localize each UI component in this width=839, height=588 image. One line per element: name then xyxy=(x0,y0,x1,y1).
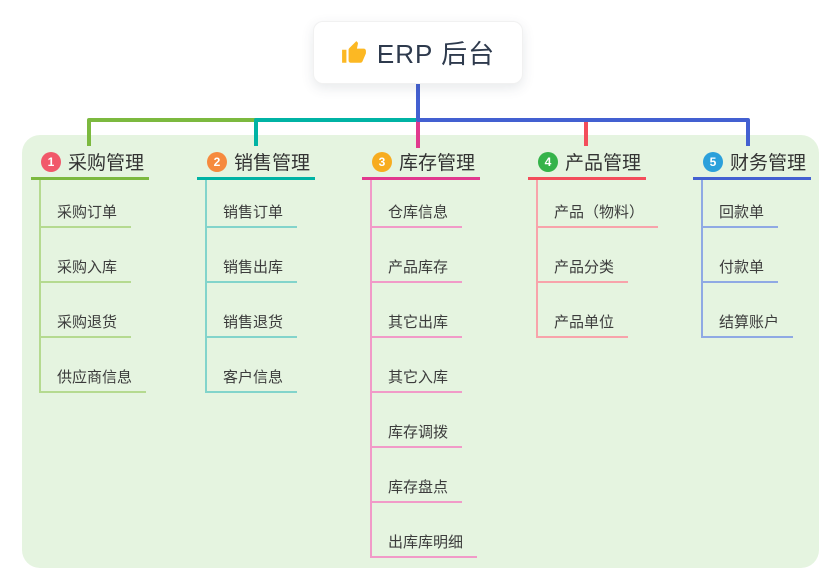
branch-title-sales[interactable]: 2 销售管理 xyxy=(197,146,315,180)
child-item[interactable]: 其它入库 xyxy=(372,338,463,393)
thumbs-up-glyph xyxy=(341,40,366,63)
branch-title-label: 采购管理 xyxy=(68,153,145,174)
child-label: 付款单 xyxy=(719,259,765,276)
branch-children: 销售订单 销售出库 销售退货 客户信息 xyxy=(205,180,315,393)
child-item[interactable]: 客户信息 xyxy=(207,338,298,393)
child-label: 产品分类 xyxy=(554,259,615,276)
branch-title-label: 财务管理 xyxy=(730,153,807,174)
child-label: 销售退货 xyxy=(223,314,284,331)
branch-sales: 2 销售管理 销售订单 销售出库 销售退货 客户信息 xyxy=(197,146,315,393)
child-item[interactable]: 出库库明细 xyxy=(372,503,478,558)
child-item[interactable]: 回款单 xyxy=(703,180,779,228)
child-item[interactable]: 产品（物料） xyxy=(538,180,659,228)
branch-title-product[interactable]: 4 产品管理 xyxy=(528,146,646,180)
child-label: 产品库存 xyxy=(388,259,449,276)
child-item[interactable]: 采购入库 xyxy=(41,228,132,283)
child-label: 销售订单 xyxy=(223,204,284,221)
child-label: 库存调拨 xyxy=(388,424,449,441)
branch-product: 4 产品管理 产品（物料） 产品分类 产品单位 xyxy=(528,146,659,338)
child-item[interactable]: 产品分类 xyxy=(538,228,629,283)
branch-title-inventory[interactable]: 3 库存管理 xyxy=(362,146,480,180)
branch-title-label: 库存管理 xyxy=(399,153,476,174)
child-label: 采购退货 xyxy=(57,314,118,331)
child-item[interactable]: 采购订单 xyxy=(41,180,132,228)
root-label: ERP 后台 xyxy=(376,39,496,69)
branch-children: 回款单 付款单 结算账户 xyxy=(701,180,811,338)
child-item[interactable]: 产品库存 xyxy=(372,228,463,283)
child-item[interactable]: 销售出库 xyxy=(207,228,298,283)
child-item[interactable]: 产品单位 xyxy=(538,283,629,338)
branch-title-label: 销售管理 xyxy=(234,153,311,174)
badge-2-icon: 2 xyxy=(207,151,227,172)
mindmap-panel xyxy=(22,135,819,568)
child-label: 供应商信息 xyxy=(57,369,133,386)
child-item[interactable]: 仓库信息 xyxy=(372,180,463,228)
child-label: 其它出库 xyxy=(388,314,449,331)
child-item[interactable]: 销售退货 xyxy=(207,283,298,338)
badge-1-icon: 1 xyxy=(41,151,61,172)
child-label: 销售出库 xyxy=(223,259,284,276)
child-label: 客户信息 xyxy=(223,369,284,386)
branch-title-label: 产品管理 xyxy=(565,153,642,174)
child-item[interactable]: 库存盘点 xyxy=(372,448,463,503)
child-label: 回款单 xyxy=(719,204,765,221)
child-item[interactable]: 采购退货 xyxy=(41,283,132,338)
thumbs-up-icon xyxy=(341,40,366,63)
badge-4-icon: 4 xyxy=(538,151,558,172)
branch-children: 采购订单 采购入库 采购退货 供应商信息 xyxy=(39,180,149,393)
branch-children: 仓库信息 产品库存 其它出库 其它入库 库存调拨 库存盘点 出库库明细 xyxy=(370,180,480,558)
branch-finance: 5 财务管理 回款单 付款单 结算账户 xyxy=(693,146,811,338)
child-label: 采购订单 xyxy=(57,204,118,221)
child-item[interactable]: 库存调拨 xyxy=(372,393,463,448)
child-label: 结算账户 xyxy=(719,314,780,331)
badge-5-icon: 5 xyxy=(703,151,723,172)
child-item[interactable]: 供应商信息 xyxy=(41,338,147,393)
branch-children: 产品（物料） 产品分类 产品单位 xyxy=(536,180,659,338)
branch-inventory: 3 库存管理 仓库信息 产品库存 其它出库 其它入库 库存调拨 库存盘点 出库库… xyxy=(362,146,480,558)
child-item[interactable]: 结算账户 xyxy=(703,283,794,338)
child-label: 采购入库 xyxy=(57,259,118,276)
badge-3-icon: 3 xyxy=(372,151,392,172)
root-node[interactable]: ERP 后台 xyxy=(313,21,523,84)
branch-purchase: 1 采购管理 采购订单 采购入库 采购退货 供应商信息 xyxy=(31,146,149,393)
child-label: 库存盘点 xyxy=(388,479,449,496)
child-item[interactable]: 付款单 xyxy=(703,228,779,283)
child-item[interactable]: 销售订单 xyxy=(207,180,298,228)
child-label: 仓库信息 xyxy=(388,204,449,221)
child-label: 产品单位 xyxy=(554,314,615,331)
child-label: 产品（物料） xyxy=(554,204,645,221)
child-label: 出库库明细 xyxy=(388,534,464,551)
branch-title-purchase[interactable]: 1 采购管理 xyxy=(31,146,149,180)
child-item[interactable]: 其它出库 xyxy=(372,283,463,338)
child-label: 其它入库 xyxy=(388,369,449,386)
branch-title-finance[interactable]: 5 财务管理 xyxy=(693,146,811,180)
